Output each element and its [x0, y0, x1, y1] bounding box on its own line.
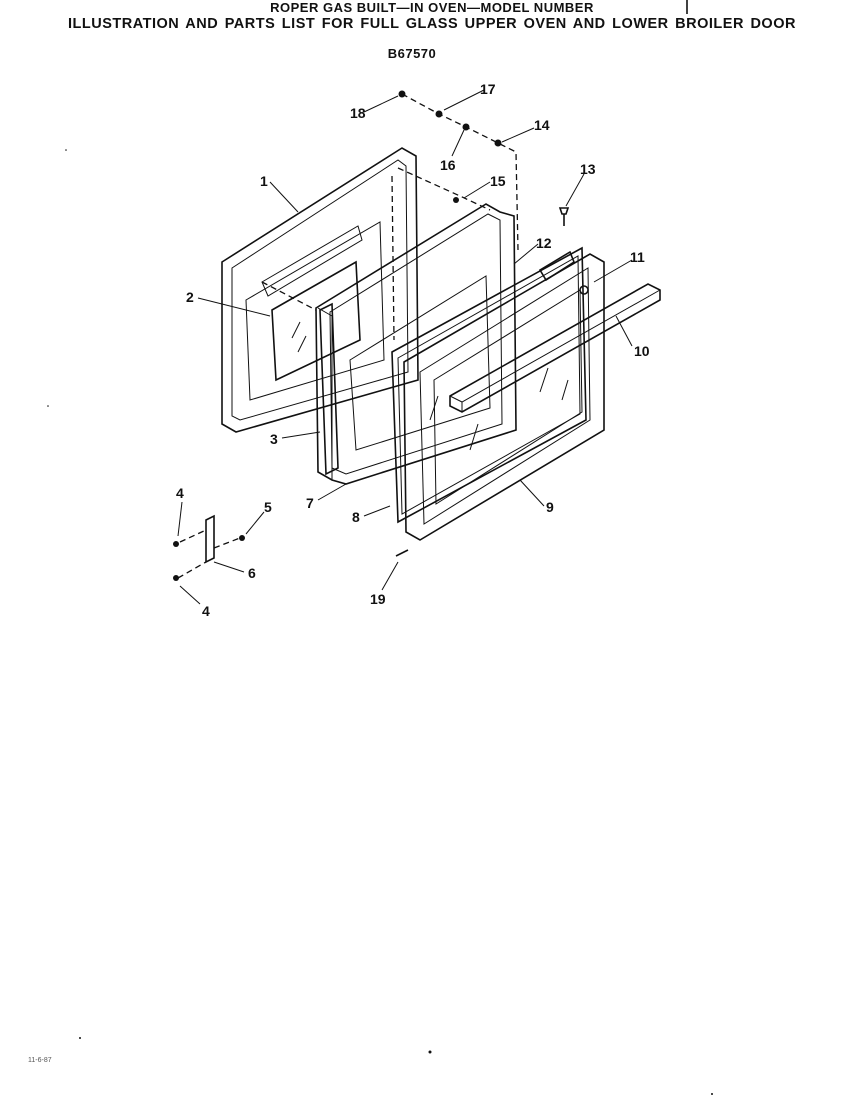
callout-14: 14	[534, 117, 550, 133]
leader-lines	[177, 89, 633, 605]
callout-9: 9	[546, 499, 554, 515]
part-10-door-handle	[449, 283, 661, 413]
diagram-title: ROPER GAS BUILT—IN OVEN—MODEL NUMBER	[270, 0, 594, 15]
part-8-gasket	[391, 246, 587, 524]
part-11-screw	[579, 285, 589, 295]
callout-labels: 1 2 3 4 4 5 6 7 8 9 10 11 12 13 14 15 16…	[176, 81, 650, 619]
hardware-fasteners	[261, 90, 519, 341]
callout-7: 7	[306, 495, 314, 511]
callout-2: 2	[186, 289, 194, 305]
callout-8: 8	[352, 509, 360, 525]
part-1-rear-door-panel	[221, 147, 419, 433]
part-2-inner-glass	[271, 260, 361, 382]
part-9-outer-door-glass	[403, 253, 605, 541]
callout-10: 10	[634, 343, 650, 359]
callout-6: 6	[248, 565, 256, 581]
callout-5: 5	[264, 499, 272, 515]
callout-3: 3	[270, 431, 278, 447]
scan-specks	[47, 149, 713, 1095]
callout-12: 12	[536, 235, 552, 251]
callout-17: 17	[480, 81, 496, 97]
callout-4a: 4	[176, 485, 184, 501]
callout-18: 18	[350, 105, 366, 121]
part-19-screw	[395, 549, 409, 557]
callout-1: 1	[260, 173, 268, 189]
model-number: B67570	[387, 46, 437, 61]
callout-19: 19	[370, 591, 386, 607]
part-3-hinge-channel	[319, 302, 339, 476]
part-6-hinge-bracket	[173, 514, 245, 581]
callout-15: 15	[490, 173, 506, 189]
callout-13: 13	[580, 161, 596, 177]
callout-11: 11	[630, 249, 645, 265]
part-7-middle-frame	[315, 203, 517, 485]
part-13-screw	[558, 207, 570, 226]
callout-16: 16	[440, 157, 456, 173]
callout-4b: 4	[202, 603, 210, 619]
footer-stamp: 11-6-87	[28, 1057, 52, 1064]
part-12-spacer	[538, 250, 575, 282]
diagram-subtitle: ILLUSTRATION AND PARTS LIST FOR FULL GLA…	[68, 16, 796, 32]
